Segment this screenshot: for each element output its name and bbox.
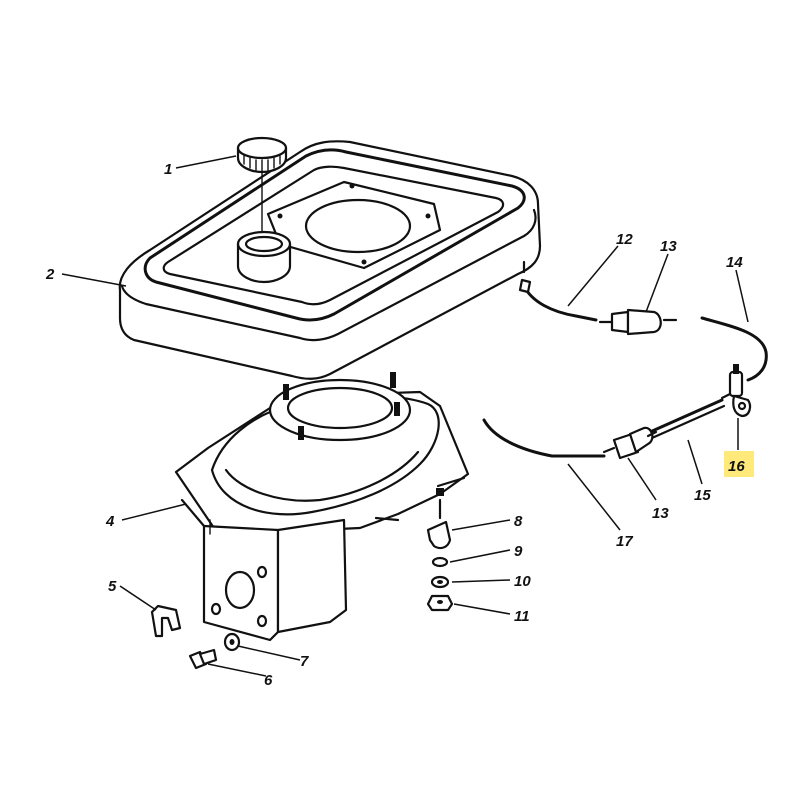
- part-1-fuel-cap: [236, 136, 288, 233]
- callout-5: 5: [108, 578, 117, 595]
- callout-17: 17: [616, 533, 633, 550]
- part-9-washer: [431, 556, 449, 568]
- part-2-fuel-tank: [118, 140, 542, 380]
- callout-2: 2: [45, 266, 55, 283]
- callout-labels: 1 2 4 5 6 7 8 9 10 11 12 13 13 14 15 16 …: [45, 161, 754, 689]
- part-12-hose: [522, 284, 598, 322]
- callout-7: 7: [300, 653, 309, 670]
- callout-16-highlight: [724, 451, 754, 477]
- part-13-filter-lower: [602, 426, 658, 460]
- part-5-clip: [150, 604, 182, 638]
- callout-10: 10: [514, 573, 531, 590]
- part-10-lock-washer: [430, 575, 450, 589]
- callout-6: 6: [264, 672, 273, 689]
- tank-opening: [304, 198, 412, 254]
- part-13-filter-upper: [598, 308, 678, 336]
- part-8-clamp: [426, 488, 452, 550]
- callout-8: 8: [514, 513, 523, 530]
- part-15-hose: [648, 398, 724, 434]
- part-7-washer: [223, 632, 241, 652]
- callout-9: 9: [514, 543, 523, 560]
- callout-15: 15: [694, 487, 711, 504]
- part-14-hose: [700, 316, 768, 382]
- shroud-port-hole: [224, 570, 256, 610]
- callout-14: 14: [726, 254, 743, 271]
- part-17-hose: [482, 418, 606, 458]
- part-4-shroud: [174, 372, 470, 642]
- callout-1: 1: [164, 161, 172, 178]
- callout-12: 12: [616, 231, 633, 248]
- part-16-fuel-valve: [720, 364, 752, 418]
- part-11-nut: [426, 594, 454, 612]
- leader-lines: [61, 155, 749, 677]
- callout-4: 4: [105, 513, 115, 530]
- callout-11: 11: [514, 608, 530, 625]
- part-6-bolt: [188, 648, 218, 670]
- callout-13-upper: 13: [660, 238, 677, 255]
- callout-16: 16: [728, 458, 745, 475]
- callout-13-lower: 13: [652, 505, 669, 522]
